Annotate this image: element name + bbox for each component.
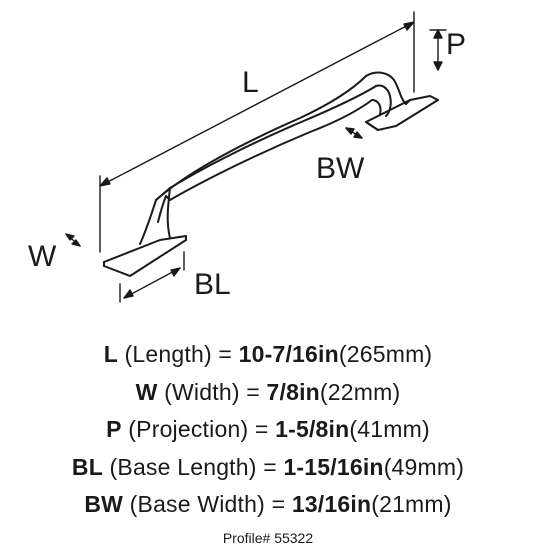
spec-base-width: BW (Base Width) = 13/16in(21mm) (0, 486, 536, 524)
spec-metric: (41mm) (349, 416, 430, 442)
base-length-dimension (119, 251, 185, 303)
label-BW: BW (316, 152, 365, 185)
spec-length: L (Length) = 10-7/16in(265mm) (0, 336, 536, 374)
projection-dimension (429, 29, 447, 71)
spec-abbr: L (103, 341, 118, 367)
base-width-dimension (345, 127, 363, 139)
spec-abbr: W (135, 378, 158, 405)
width-dimension (65, 233, 81, 247)
cabinet-pull-handle (103, 71, 439, 277)
spec-imperial: 13/16in (291, 491, 372, 517)
label-L: L (242, 66, 259, 99)
spec-projection: P (Projection) = 1-5/8in(41mm) (0, 411, 536, 449)
spec-metric: (265mm) (338, 341, 433, 367)
spec-metric: (49mm) (383, 453, 465, 480)
length-dimension (99, 11, 415, 253)
spec-desc: (Width) = (157, 378, 267, 405)
spec-abbr: BW (84, 491, 124, 517)
label-P: P (446, 28, 466, 61)
spec-metric: (22mm) (319, 378, 401, 405)
spec-list: L (Length) = 10-7/16in(265mm) W (Width) … (0, 336, 536, 524)
spec-desc: (Base Length) = (102, 453, 284, 480)
spec-abbr: P (106, 416, 122, 442)
profile-number: Profile# 55322 (222, 530, 314, 546)
spec-desc: (Projection) = (121, 416, 276, 442)
spec-desc: (Base Width) = (123, 491, 292, 517)
spec-abbr: BL (71, 453, 103, 480)
spec-width: W (Width) = 7/8in(22mm) (0, 374, 536, 412)
spec-base-length: BL (Base Length) = 1-15/16in(49mm) (0, 449, 536, 487)
spec-metric: (21mm) (371, 491, 452, 517)
label-W: W (28, 240, 57, 273)
spec-imperial: 1-15/16in (283, 453, 384, 480)
spec-imperial: 1-5/8in (275, 416, 350, 442)
spec-desc: (Length) = (117, 341, 239, 367)
spec-imperial: 10-7/16in (238, 341, 339, 367)
spec-imperial: 7/8in (266, 378, 320, 405)
handle-dimension-diagram: L W P BL BW (28, 11, 466, 303)
label-BL: BL (194, 268, 231, 301)
